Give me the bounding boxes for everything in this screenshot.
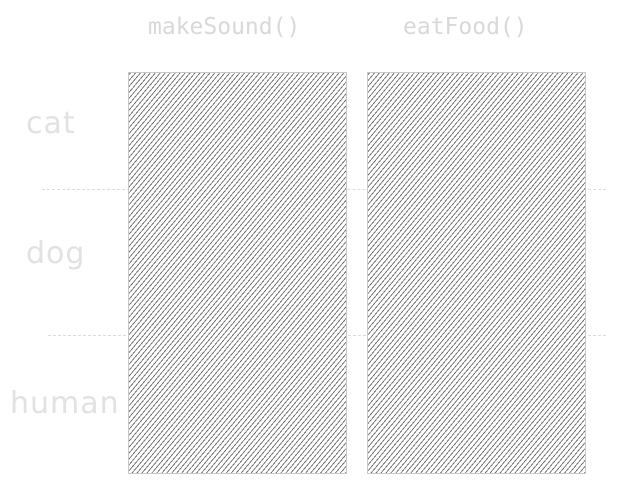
row-label-human: human: [10, 386, 120, 421]
column-header-eat-food: eatFood(): [403, 14, 528, 40]
hatched-cell-make-sound: [128, 72, 347, 474]
column-header-make-sound: makeSound(): [148, 14, 301, 40]
row-label-dog: dog: [26, 236, 86, 271]
hatched-cell-eat-food: [367, 72, 586, 474]
row-label-cat: cat: [26, 106, 76, 141]
